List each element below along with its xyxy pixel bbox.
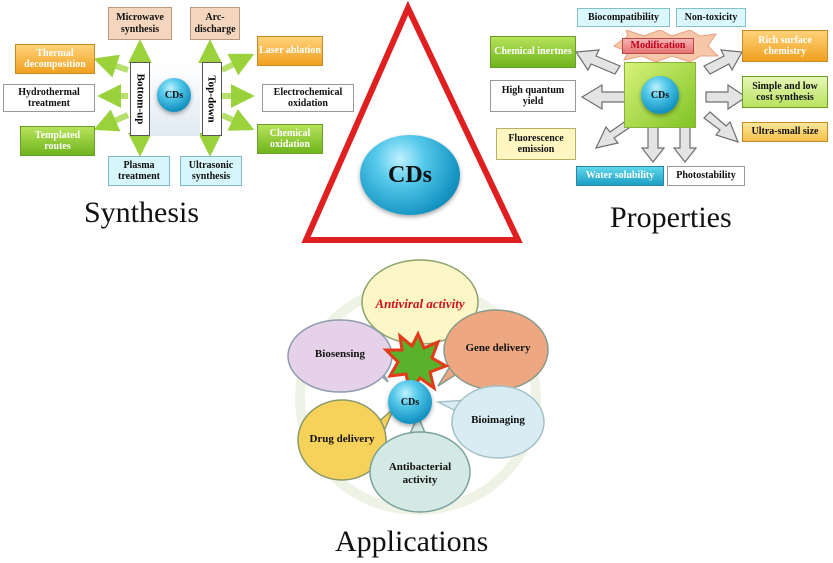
label-drug-delivery: Drug delivery [309,433,375,446]
box-arc-discharge: Arc-discharge [190,7,240,40]
box-water-solubility: Water solubility [576,166,664,186]
synthesis-title: Synthesis [84,196,200,229]
box-ultra-small: Ultra-small size [742,122,828,142]
applications-cds-sphere: CDs [388,380,432,424]
arrow-rich [703,49,743,75]
arrow-simple [705,83,748,111]
label-gene-delivery: Gene delivery [465,342,531,355]
box-templated: Templated routes [20,126,95,156]
arrow-chemical-ox [220,109,255,131]
bubble-antibacterial [369,414,471,513]
box-ultrasonic: Ultrasonic synthesis [180,156,242,186]
arrow-templated [93,109,130,132]
bubble-bioimaging [435,385,545,459]
label-antiviral: Antiviral activity [375,296,465,312]
box-high-quantum-yield: High quantum yield [490,80,576,112]
box-plasma: Plasma treatment [108,156,170,186]
box-microwave: Microwave synthesis [108,7,172,40]
properties-arrows [574,49,748,163]
box-chemical-inertness: Chemical inertnes [490,36,576,68]
label-bioimaging: Bioimaging [471,414,525,427]
arrow-laser [220,53,255,76]
box-thermal: Thermal decomposition [15,44,95,74]
properties-title: Properties [610,201,732,234]
arrow-water [640,125,666,163]
synthesis-cds-sphere: CDs [157,78,191,112]
box-non-toxicity: Non-toxicity [676,8,746,27]
box-fluorescence: Fluorescence emission [496,128,576,160]
box-hydrothermal: Hydrothermal treatment [3,84,95,112]
box-simple-low-cost: Simple and low cost synthesis [742,76,828,108]
arrow-photo [672,125,698,163]
applications-bubbles [287,259,549,515]
bubble-drug-delivery [297,399,395,481]
box-biocompatibility: Biocompatibility [577,8,670,27]
bubble-gene-delivery [437,309,549,391]
center-cds-sphere: CDs [360,135,460,215]
box-electrochemical: Electrochemical oxidation [262,84,354,112]
bottom-up-label: Bottom-up [130,62,150,136]
top-down-label: Top-down [202,62,222,136]
arrow-hqy [580,83,627,111]
synthesis-arrows [93,39,255,157]
label-biosensing: Biosensing [314,348,366,361]
bubble-biosensing [287,319,393,393]
box-modification: Modification [622,38,694,54]
properties-cds-sphere: CDs [641,76,679,114]
box-photostability: Photostability [667,166,745,186]
box-chemical-oxidation: Chemical oxidation [257,124,323,154]
red-triangle [301,0,523,243]
box-rich-surface: Rich surface chemistry [742,30,828,62]
applications-title: Applications [335,525,489,558]
arrow-ultra [703,111,740,143]
arrow-thermal [93,54,129,78]
label-antibacterial: Antibacterial activity [388,460,452,486]
box-laser: Laser ablation [257,36,323,66]
arrow-chemical [574,49,621,75]
